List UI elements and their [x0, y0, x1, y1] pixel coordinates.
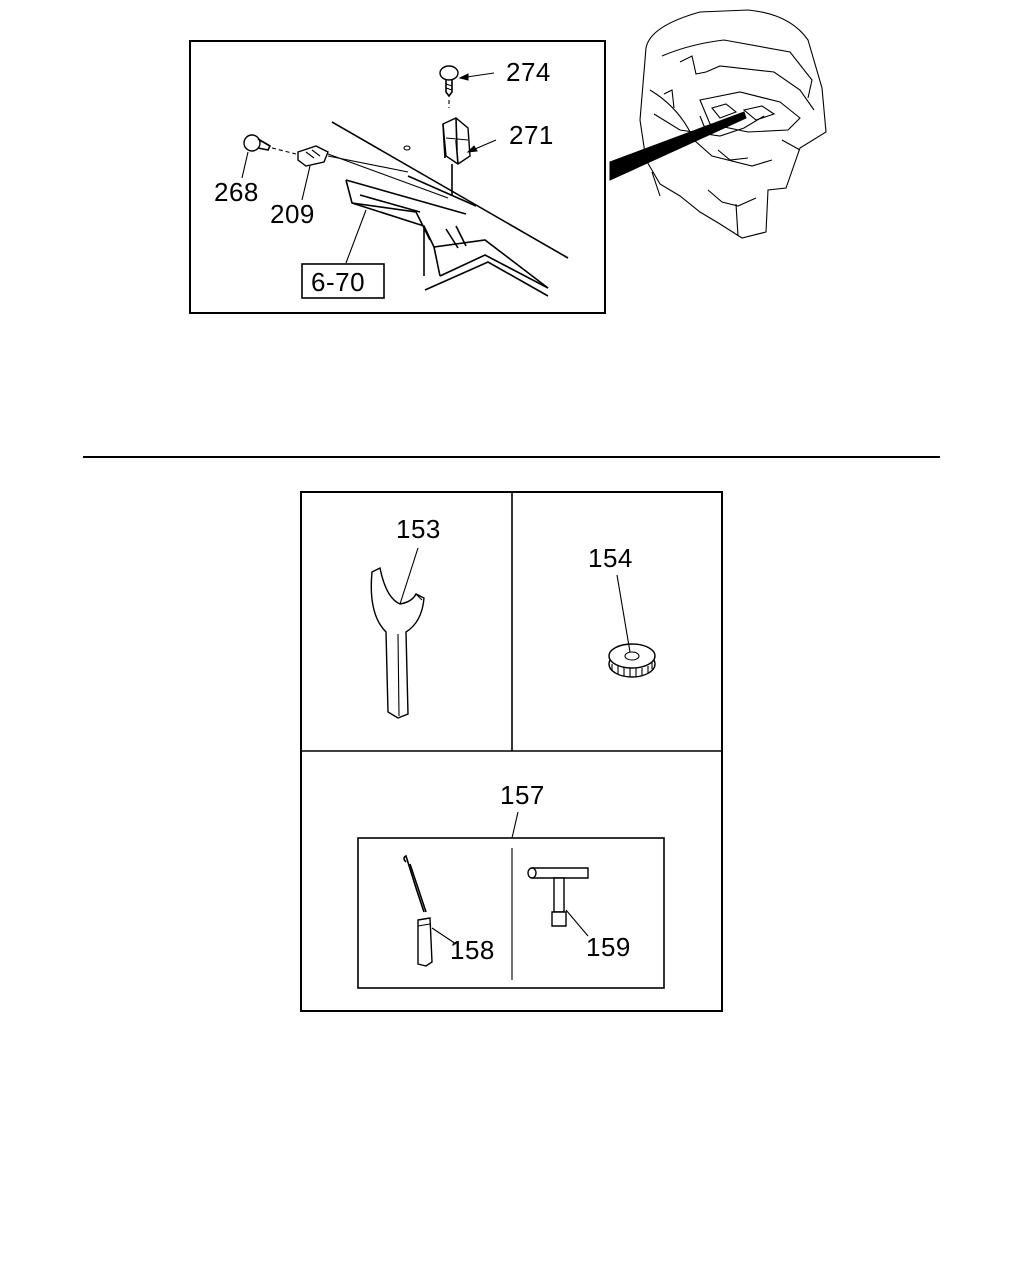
- detail-frame: [189, 40, 606, 314]
- hook-tool-icon: 158: [403, 854, 495, 967]
- label-157: 157: [500, 780, 545, 810]
- label-274: 274: [506, 57, 551, 87]
- nut-209: 209: [270, 145, 449, 229]
- label-271: 271: [509, 120, 554, 150]
- knurled-cap-icon: 154: [588, 543, 656, 678]
- label-154: 154: [588, 543, 633, 573]
- truck-cab-icon: [609, 9, 827, 239]
- toolset-box: [357, 837, 665, 989]
- label-159: 159: [586, 932, 631, 962]
- label-158: 158: [450, 935, 495, 965]
- holder-271: [442, 117, 471, 196]
- cab-body-section: [331, 121, 569, 297]
- label-209: 209: [270, 199, 315, 229]
- toolset-157: 157 158 159: [357, 780, 665, 989]
- t-handle-key-icon: 159: [527, 867, 631, 962]
- callout-271: 271: [466, 120, 554, 153]
- screw-268: 268: [214, 134, 297, 207]
- spanner-wrench-icon: 153: [370, 514, 441, 719]
- reference-label: 6-70: [311, 267, 365, 297]
- callout-274: 274: [458, 57, 551, 87]
- label-153: 153: [396, 514, 441, 544]
- detail-panel-top: 274 271 268 209: [189, 40, 606, 314]
- clip-274: [439, 65, 459, 108]
- reference-box: 6-70: [301, 209, 385, 299]
- tools-panel: 153 154 157 158: [300, 491, 723, 1012]
- label-268: 268: [214, 177, 259, 207]
